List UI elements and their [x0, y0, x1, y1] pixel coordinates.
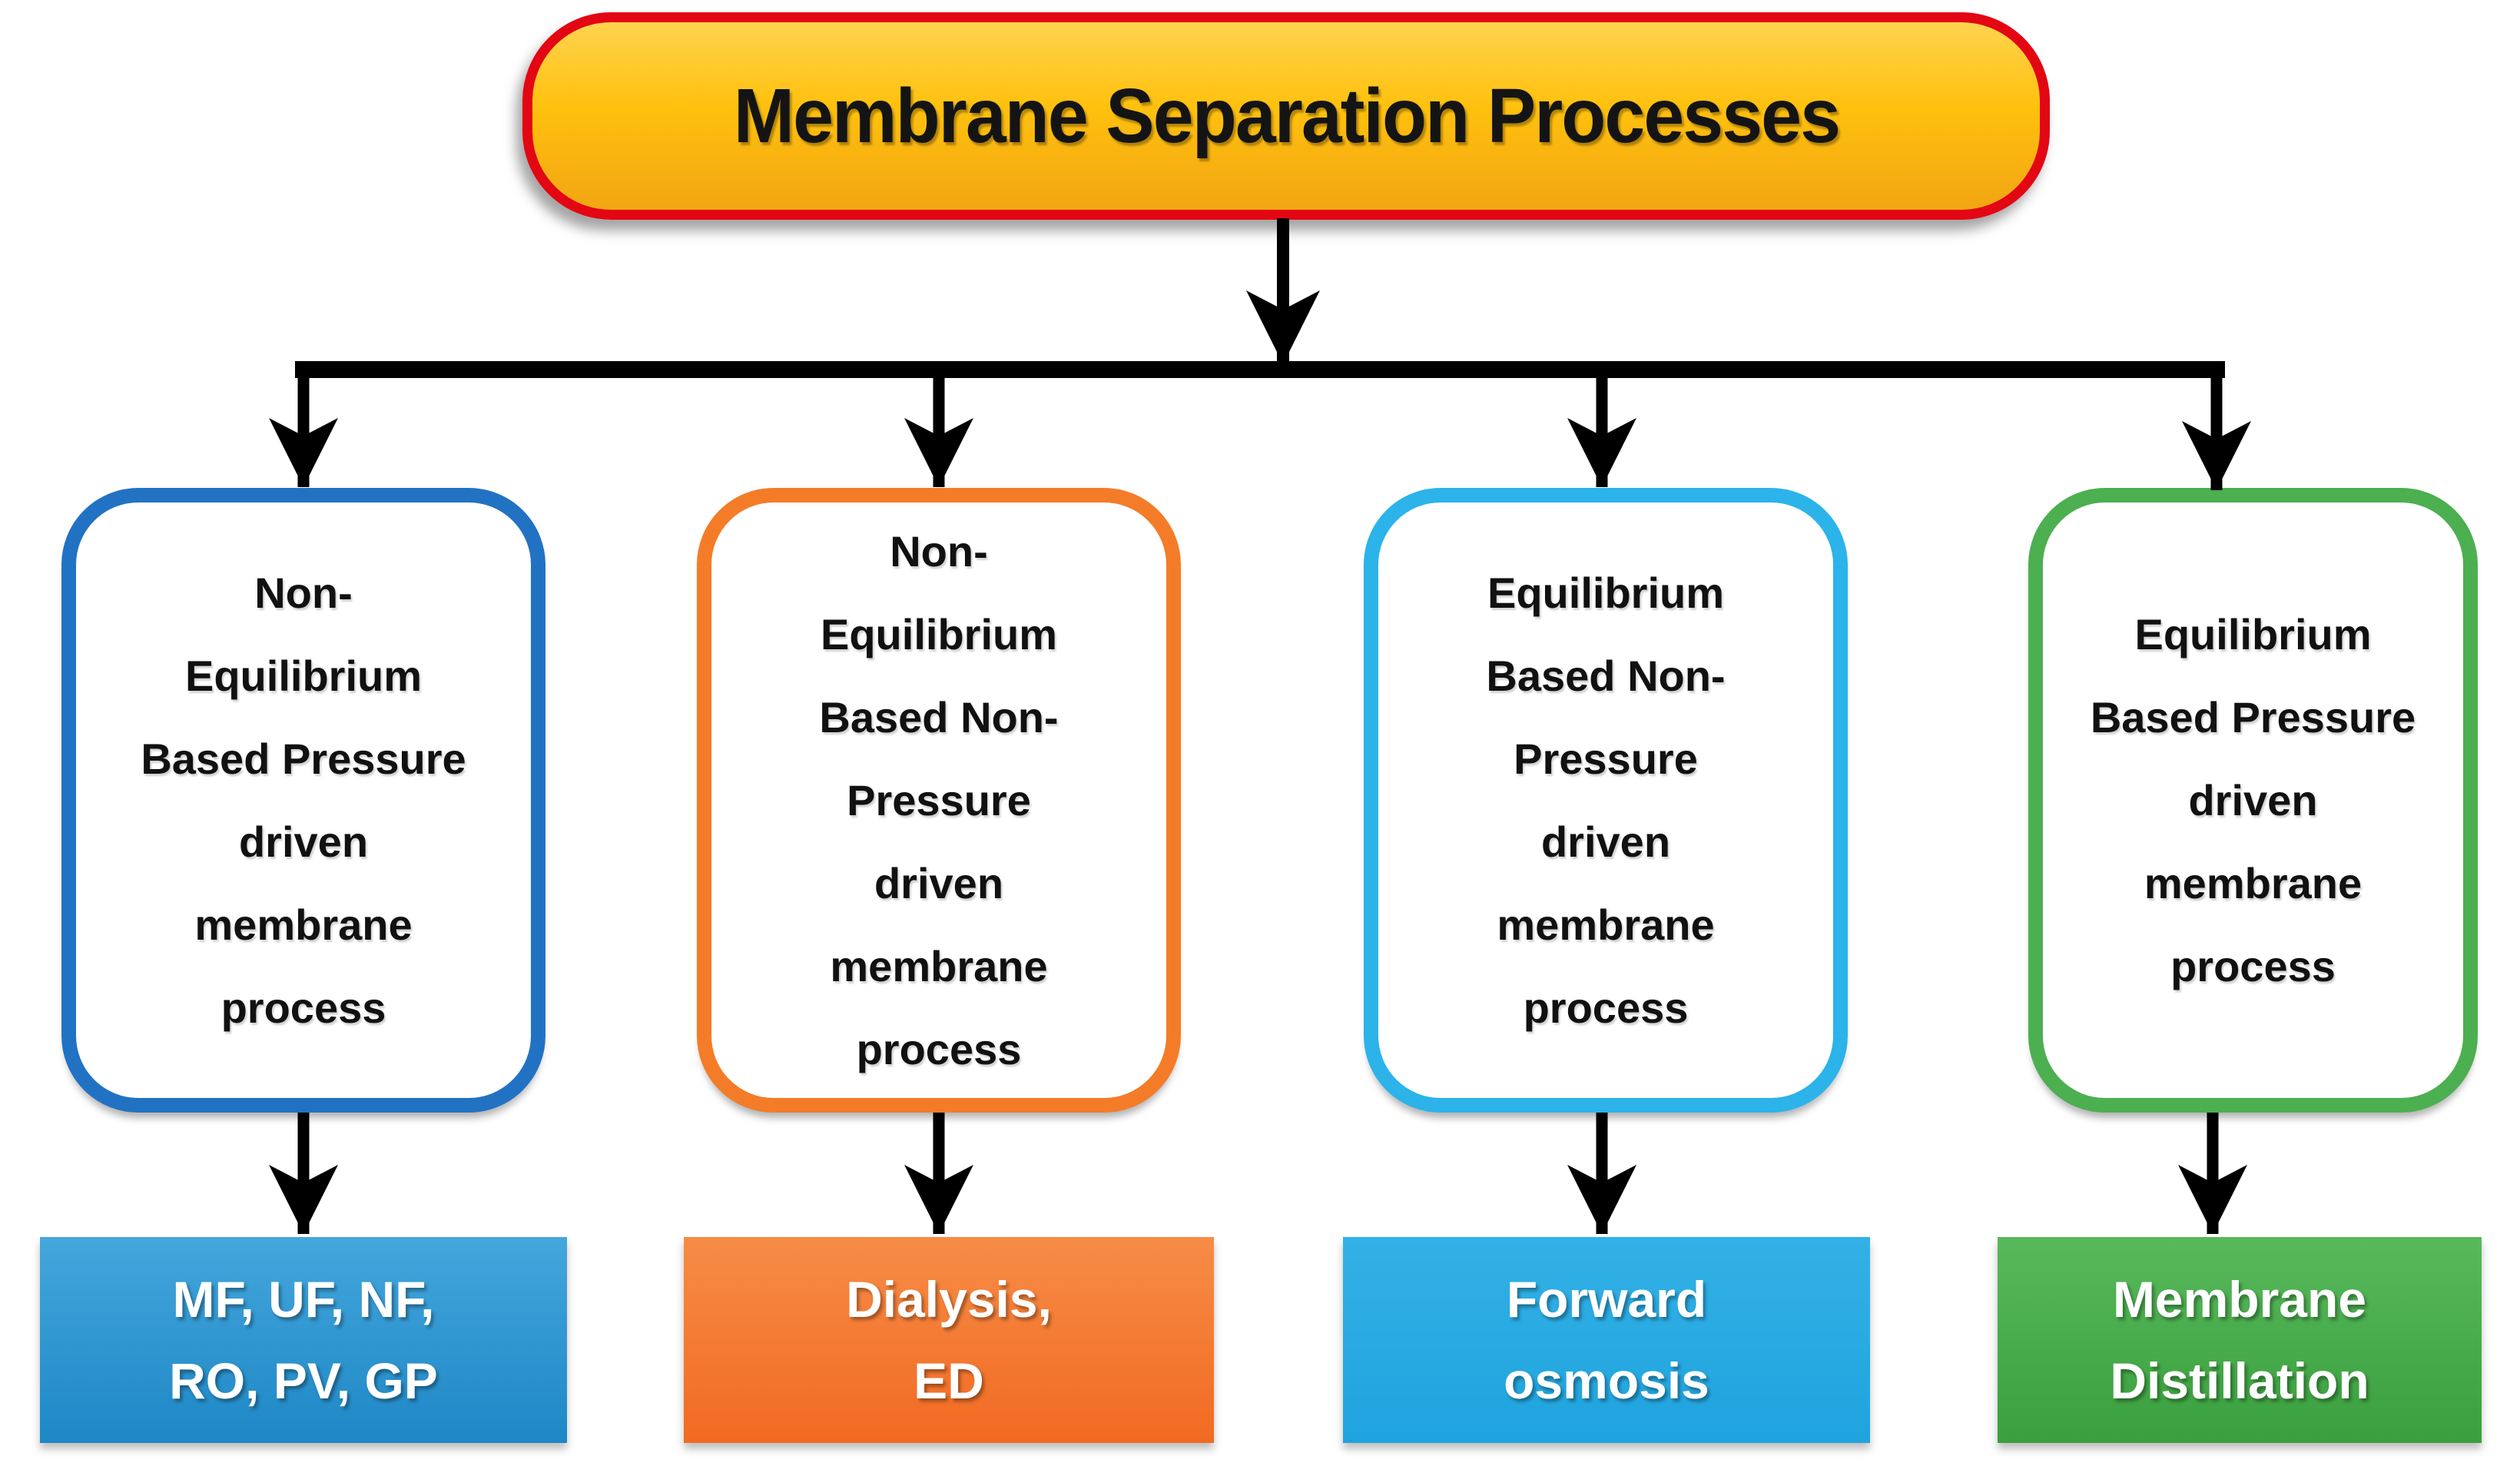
result-box-membrane-distillation: Membrane Distillation [1998, 1237, 2482, 1443]
result-label: MF, UF, NF, RO, PV, GP [169, 1271, 438, 1409]
diagram-title: Membrane Separation Processes [733, 72, 1840, 159]
category-box-non-equilibrium-pressure: Non- Equilibrium Based Pressure driven m… [61, 488, 545, 1113]
result-label: Membrane Distillation [2110, 1271, 2369, 1409]
category-label: Equilibrium Based Non- Pressure driven m… [1486, 568, 1726, 1032]
result-label: Dialysis, ED [846, 1271, 1052, 1409]
result-box-dialysis-ed: Dialysis, ED [684, 1237, 1214, 1443]
category-label: Non- Equilibrium Based Non- Pressure dri… [819, 526, 1059, 1073]
category-box-equilibrium-pressure: Equilibrium Based Pressure driven membra… [2028, 488, 2478, 1113]
title-box: Membrane Separation Processes [522, 12, 2050, 220]
category-box-equilibrium-non-pressure: Equilibrium Based Non- Pressure driven m… [1364, 488, 1848, 1113]
result-box-forward-osmosis: Forward osmosis [1343, 1237, 1870, 1443]
category-label: Non- Equilibrium Based Pressure driven m… [141, 568, 466, 1032]
category-box-non-equilibrium-non-pressure: Non- Equilibrium Based Non- Pressure dri… [697, 488, 1181, 1113]
result-box-pressure-processes: MF, UF, NF, RO, PV, GP [40, 1237, 567, 1443]
category-label: Equilibrium Based Pressure driven membra… [2090, 609, 2416, 990]
result-label: Forward osmosis [1504, 1271, 1709, 1409]
